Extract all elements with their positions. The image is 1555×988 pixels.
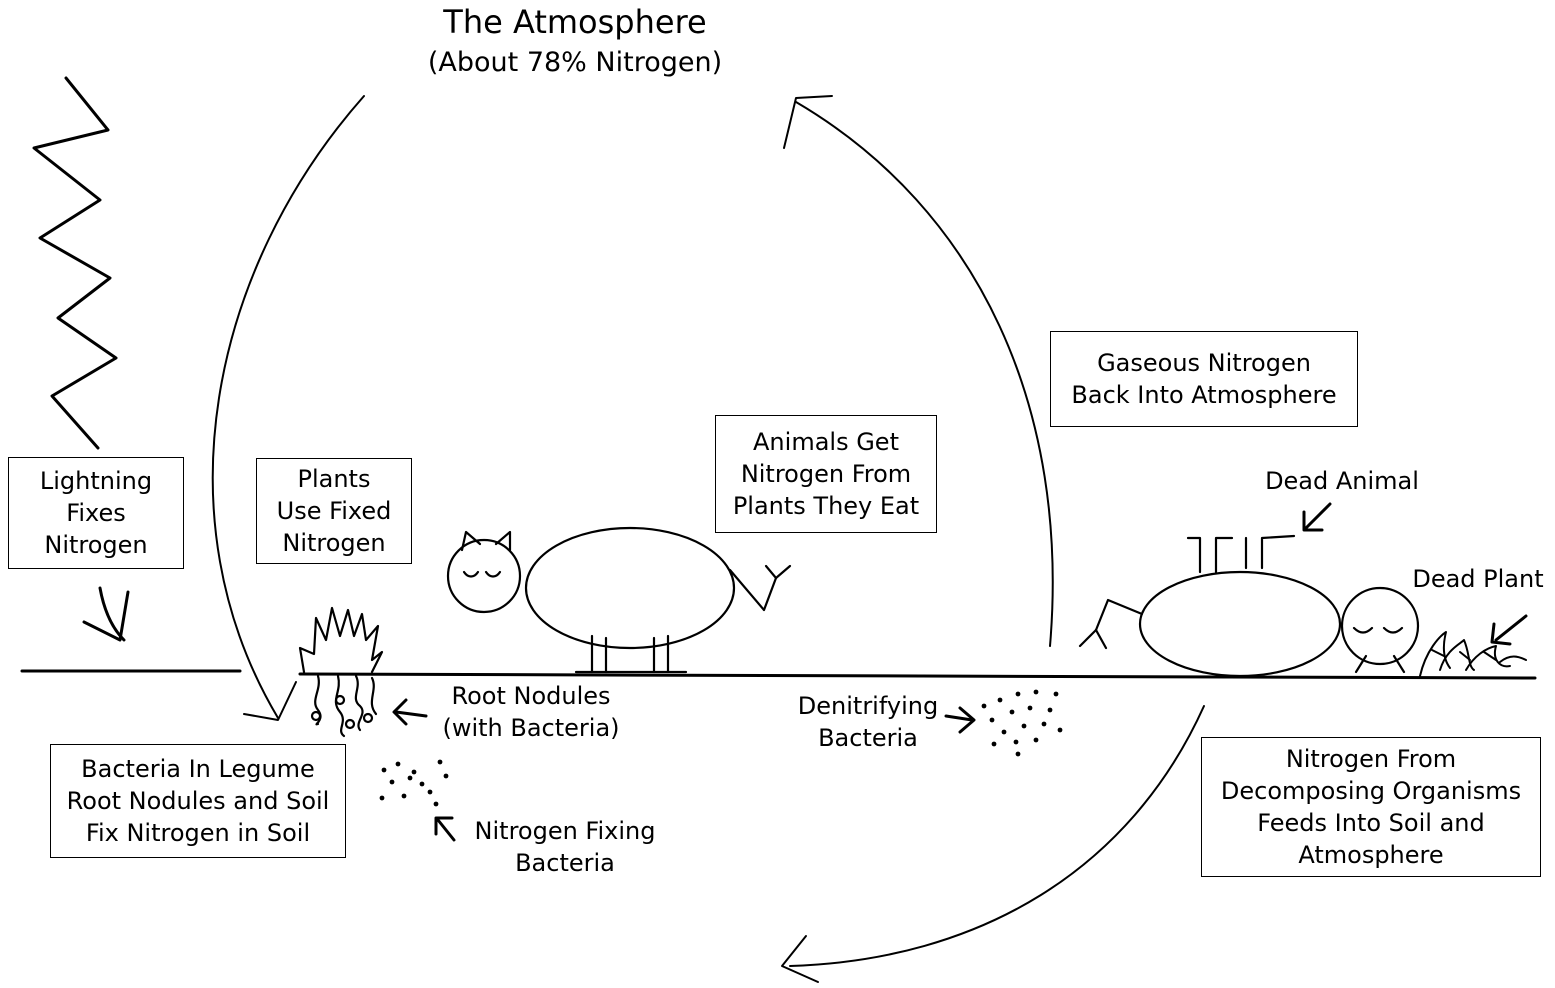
nitrogen-fixing-line1: Nitrogen Fixing (474, 817, 656, 845)
diagram-title: The Atmosphere (443, 3, 707, 41)
root-nodules-arrow (392, 698, 428, 726)
legume-plant-icon (298, 606, 384, 738)
diagram-subtitle: (About 78% Nitrogen) (427, 47, 723, 78)
bacteria-legume-box: Bacteria In Legume Root Nodules and Soil… (50, 744, 346, 858)
lightning-fixes-nitrogen-box: Lightning Fixes Nitrogen (8, 457, 184, 569)
animals-get-nitrogen-box: Animals Get Nitrogen From Plants They Ea… (715, 415, 937, 533)
nitrogen-fixing-bacteria-dots (379, 759, 449, 807)
dead-animal-icon (1078, 534, 1420, 678)
soil-to-atmosphere-arrow (783, 95, 1054, 647)
plants-use-fixed-nitrogen-box: Plants Use Fixed Nitrogen (256, 458, 412, 564)
root-nodules-label: Root Nodules (with Bacteria) (428, 680, 634, 744)
denitrifying-line1: Denitrifying (797, 692, 939, 720)
gaseous-nitrogen-box: Gaseous Nitrogen Back Into Atmosphere (1050, 331, 1358, 427)
dead-animal-arrow (1302, 502, 1332, 532)
root-nodules-line2: (with Bacteria) (442, 714, 620, 742)
dead-plant-label: Dead Plant (1412, 565, 1544, 593)
nitrogen-fixing-line2: Bacteria (515, 849, 615, 877)
animal-icon (446, 526, 792, 674)
dead-plant-icon (1419, 631, 1527, 677)
decomposition-return-arrow (781, 705, 1205, 983)
ground-line (20, 669, 1537, 680)
denitrifying-bacteria-label: Denitrifying Bacteria (788, 690, 948, 754)
denitrifying-arrow (944, 706, 976, 734)
atmosphere-to-soil-arrow (211, 95, 365, 721)
denitrifying-bacteria-dots (981, 689, 1063, 757)
dead-animal-label: Dead Animal (1265, 467, 1419, 495)
nitrogen-fixing-arrow (434, 816, 456, 842)
root-nodules-line1: Root Nodules (451, 682, 611, 710)
nitrogen-fixing-bacteria-label: Nitrogen Fixing Bacteria (462, 815, 668, 879)
decomposing-organisms-box: Nitrogen From Decomposing Organisms Feed… (1201, 737, 1541, 877)
denitrifying-line2: Bacteria (818, 724, 918, 752)
dead-plant-arrow (1490, 614, 1528, 646)
lightning-bolt-icon (32, 76, 118, 450)
lightning-arrow (82, 586, 130, 642)
